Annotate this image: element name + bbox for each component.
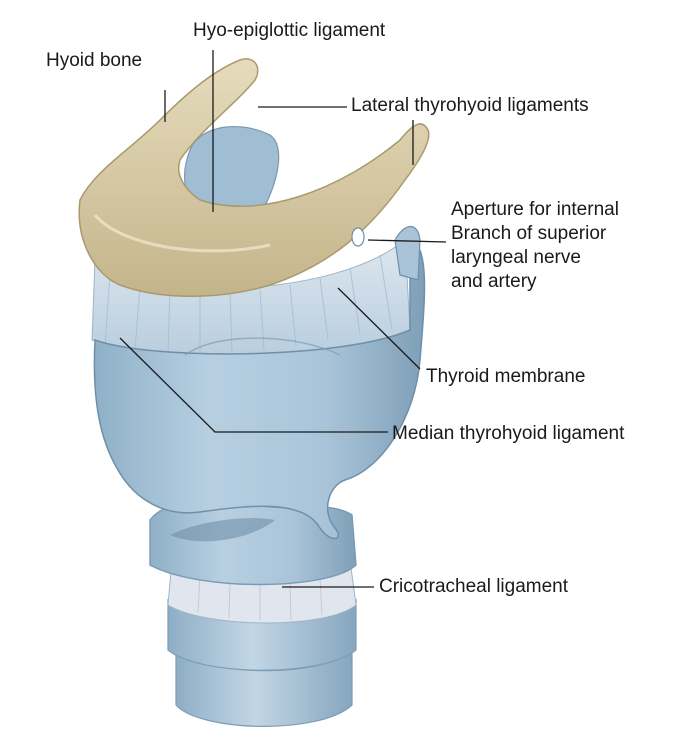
superior-horn	[394, 225, 421, 281]
leader-lines	[119, 50, 447, 588]
label-hyoid-bone: Hyoid bone	[46, 50, 143, 71]
label-hyo-epiglottic-ligament: Hyo-epiglottic ligament	[193, 20, 386, 41]
cricothyroid-gap	[170, 518, 275, 542]
trachea	[167, 558, 357, 727]
label-aperture: Aperture for internal Branch of superior…	[451, 199, 619, 292]
leader-aperture	[367, 239, 447, 243]
hyoid-body-highlight	[93, 214, 271, 253]
leader-median-thyrohyoid	[119, 337, 388, 433]
hyoid-bone	[78, 58, 430, 297]
label-median-thyrohyoid-ligament: Median thyrohyoid ligament	[392, 423, 625, 444]
thyroid-cartilage	[93, 239, 426, 540]
aperture-hole	[351, 227, 365, 247]
label-thyroid-membrane: Thyroid membrane	[426, 366, 586, 387]
membrane-fibers	[104, 254, 393, 353]
label-lateral-thyrohyoid-ligaments: Lateral thyrohyoid ligaments	[351, 95, 589, 116]
cricotracheal-fibers	[197, 574, 323, 621]
label-cricotracheal-ligament: Cricotracheal ligament	[379, 576, 569, 597]
thyroid-notch	[184, 337, 341, 356]
leader-thyroid-membrane	[337, 287, 421, 370]
